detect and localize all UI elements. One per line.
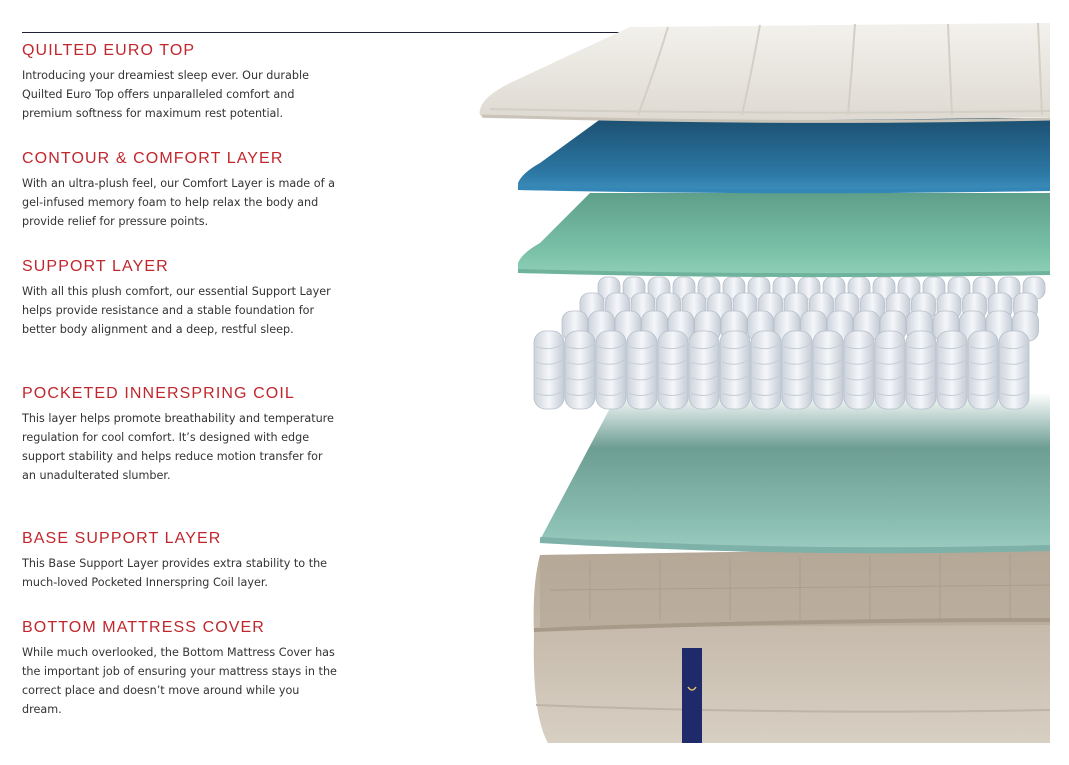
layer-title: QUILTED EURO TOP bbox=[22, 42, 196, 59]
layer-base-support: BASE SUPPORT LAYER This Base Support Lay… bbox=[22, 530, 342, 592]
coil bbox=[998, 330, 1030, 410]
coil bbox=[595, 330, 627, 410]
coil bbox=[719, 330, 751, 410]
base-support-layer bbox=[539, 393, 1051, 554]
pointer-line bbox=[22, 32, 628, 33]
layer-euro-top: QUILTED EURO TOP Introducing your dreami… bbox=[22, 42, 342, 123]
euro-top-layer bbox=[479, 22, 1051, 123]
layer-support: SUPPORT LAYER With all this plush comfor… bbox=[22, 258, 342, 339]
layer-description: This Base Support Layer provides extra s… bbox=[22, 557, 328, 589]
coil bbox=[967, 330, 999, 410]
support-layer bbox=[517, 193, 1051, 278]
coil bbox=[533, 330, 565, 410]
comfort-layer bbox=[517, 118, 1051, 194]
layer-title: CONTOUR & COMFORT LAYER bbox=[22, 150, 284, 167]
layer-description: This layer helps promote breathability a… bbox=[22, 412, 334, 482]
coil bbox=[781, 330, 813, 410]
coil bbox=[564, 330, 596, 410]
label-tag bbox=[682, 648, 702, 743]
layer-title: POCKETED INNERSPRING COIL bbox=[22, 385, 295, 402]
pocketed-coil-layer bbox=[533, 276, 1046, 410]
coil bbox=[936, 330, 968, 410]
layer-title: BASE SUPPORT LAYER bbox=[22, 530, 222, 547]
layer-description: While much overlooked, the Bottom Mattre… bbox=[22, 646, 337, 716]
coil bbox=[812, 330, 844, 410]
mattress-layers-illustration bbox=[479, 22, 1051, 743]
layer-title: BOTTOM MATTRESS COVER bbox=[22, 619, 265, 636]
layer-coil: POCKETED INNERSPRING COIL This layer hel… bbox=[22, 385, 342, 485]
coil bbox=[657, 330, 689, 410]
layer-comfort: CONTOUR & COMFORT LAYER With an ultra-pl… bbox=[22, 150, 342, 231]
layer-title: SUPPORT LAYER bbox=[22, 258, 169, 275]
layer-description: Introducing your dreamiest sleep ever. O… bbox=[22, 69, 309, 120]
layer-bottom-cover: BOTTOM MATTRESS COVER While much overloo… bbox=[22, 619, 342, 719]
coil bbox=[688, 330, 720, 410]
coil bbox=[626, 330, 658, 410]
coil bbox=[750, 330, 782, 410]
coil bbox=[905, 330, 937, 410]
layer-description: With all this plush comfort, our essenti… bbox=[22, 285, 331, 336]
layer-description: With an ultra-plush feel, our Comfort La… bbox=[22, 177, 335, 228]
coil bbox=[874, 330, 906, 410]
bottom-cover-layer bbox=[533, 547, 1051, 743]
coil bbox=[843, 330, 875, 410]
